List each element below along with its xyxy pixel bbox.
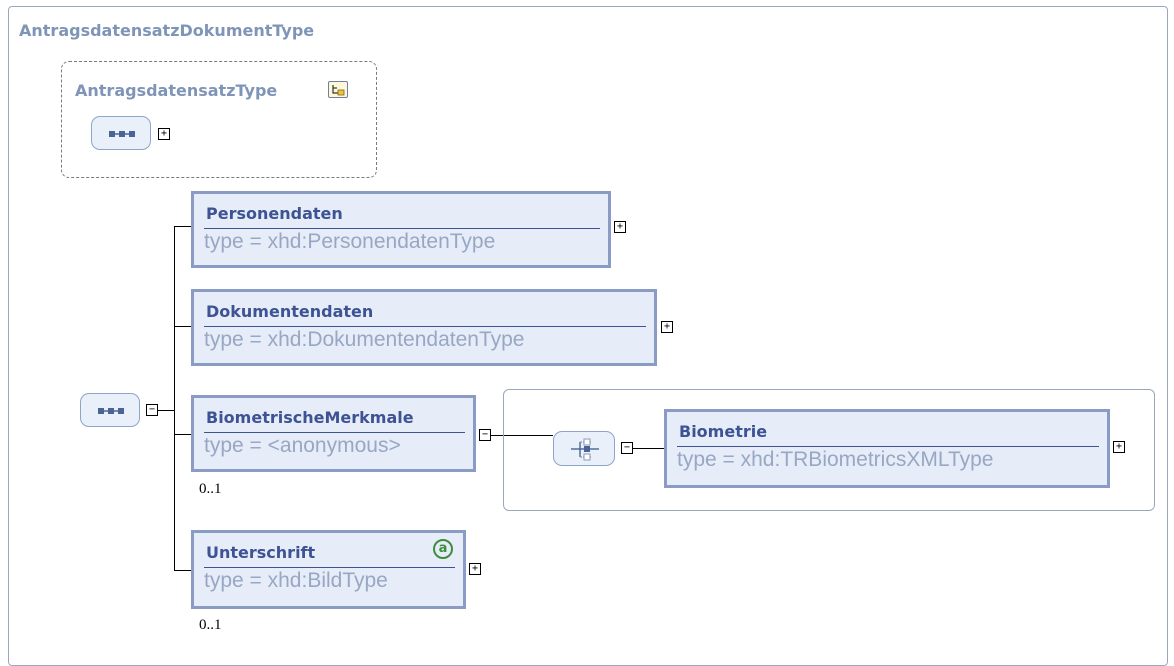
occurrence-label: 0..1	[199, 617, 222, 633]
choice-group-box	[503, 389, 1155, 511]
expand-toggle[interactable]: +	[661, 321, 673, 333]
element-name: Unterschrift	[206, 543, 316, 562]
connector-line	[174, 226, 191, 227]
occurrence-label: 0..1	[199, 481, 222, 497]
element-unterschrift[interactable]: Unterschrift a type = xhd:BildType	[191, 530, 466, 609]
element-divider	[204, 228, 600, 229]
element-name: Dokumentendaten	[206, 302, 374, 321]
element-type: type = <anonymous>	[204, 434, 401, 457]
connector-line	[174, 570, 191, 571]
attribute-icon: a	[433, 539, 453, 559]
base-type-title: AntragsdatensatzType	[75, 81, 278, 100]
element-name: BiometrischeMerkmale	[206, 408, 414, 427]
element-divider	[677, 446, 1099, 447]
connector-line	[174, 226, 175, 570]
sequence-icon[interactable]	[80, 393, 140, 427]
collapse-toggle[interactable]: −	[621, 442, 633, 454]
element-divider	[204, 432, 465, 433]
element-name: Biometrie	[679, 422, 768, 441]
collapse-toggle[interactable]: −	[146, 404, 158, 416]
element-type: type = xhd:BildType	[204, 569, 388, 592]
element-divider	[204, 567, 455, 568]
element-personendaten[interactable]: Personendaten type = xhd:PersonendatenTy…	[191, 191, 611, 268]
connector-line	[633, 448, 664, 449]
element-biometrischemerkmale[interactable]: BiometrischeMerkmale type = <anonymous>	[191, 395, 476, 472]
element-biometrie[interactable]: Biometrie type = xhd:TRBiometricsXMLType	[664, 409, 1110, 488]
connector-line	[491, 435, 553, 436]
connector-line	[158, 410, 174, 411]
base-sequence-icon[interactable]	[91, 116, 151, 150]
collapse-toggle[interactable]: −	[479, 429, 491, 441]
element-type: type = xhd:DokumentendatenType	[204, 328, 525, 351]
element-divider	[204, 326, 646, 327]
expand-toggle[interactable]: +	[1113, 441, 1125, 453]
complex-type-icon	[328, 81, 348, 98]
connector-line	[174, 326, 191, 327]
element-type: type = xhd:PersonendatenType	[204, 230, 496, 253]
element-type: type = xhd:TRBiometricsXMLType	[677, 448, 994, 471]
base-type-box: AntragsdatensatzType	[61, 61, 377, 178]
expand-toggle[interactable]: +	[469, 563, 481, 575]
expand-toggle[interactable]: +	[158, 128, 170, 140]
element-dokumentendaten[interactable]: Dokumentendaten type = xhd:Dokumentendat…	[191, 289, 657, 366]
complex-type-title: AntragsdatensatzDokumentType	[19, 21, 315, 40]
choice-icon[interactable]	[553, 431, 615, 466]
expand-toggle[interactable]: +	[614, 221, 626, 233]
connector-line	[174, 434, 191, 435]
element-name: Personendaten	[206, 204, 343, 223]
